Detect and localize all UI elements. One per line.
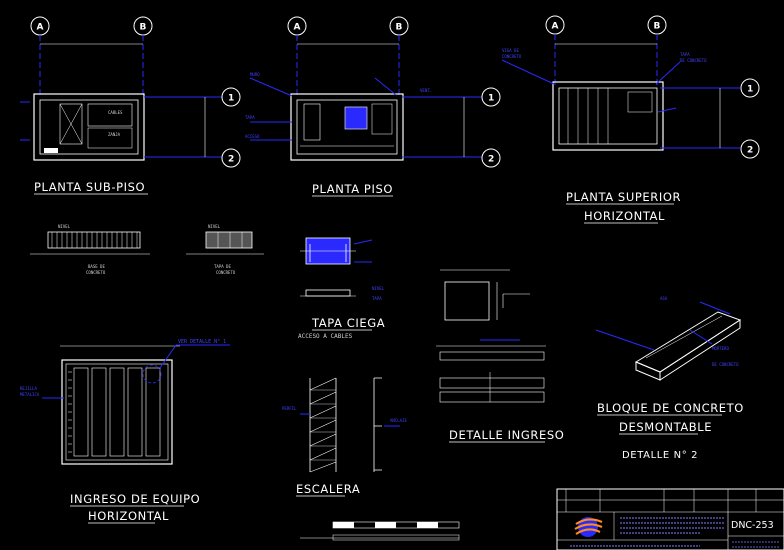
tapa-ciega: NIVEL TAPA TAPA CIEGA ACCESO A CABLES [298, 237, 385, 340]
svg-text:NIVEL: NIVEL [372, 286, 385, 291]
grid-bubble-label: A [552, 22, 559, 32]
svg-text:CONCRETO: CONCRETO [502, 54, 522, 59]
grid-bubble-label: B [654, 22, 661, 32]
svg-text:ACCESO: ACCESO [245, 134, 260, 139]
svg-text:DE CONCRETO: DE CONCRETO [680, 58, 707, 63]
grid-bubble-a: A [287, 16, 307, 36]
svg-text:NIVEL: NIVEL [208, 224, 221, 229]
detail-callout-circle [142, 364, 162, 384]
grid-bubble-label: 2 [747, 146, 753, 156]
drawing-number: DNC-253 [731, 520, 774, 531]
grid-bubble-1: 1 [221, 87, 241, 107]
grid-bubble-a: A [30, 16, 50, 36]
grid-bubble-1: 1 [481, 87, 501, 107]
svg-text:CONCRETO: CONCRETO [86, 270, 106, 275]
grid-bubble-label: B [140, 23, 147, 33]
svg-text:BASE DE: BASE DE [88, 264, 105, 269]
grid-bubble-a: A [545, 15, 565, 35]
grid-bubble-label: 2 [488, 155, 494, 165]
svg-text:NIVEL: NIVEL [58, 224, 71, 229]
grate-sections: NIVEL BASE DE CONCRETO NIVEL TAPA DE CON… [30, 224, 264, 275]
svg-text:TAPA DE: TAPA DE [214, 264, 231, 269]
grid-bubble-label: 1 [228, 94, 234, 104]
svg-text:ZANJA: ZANJA [108, 132, 121, 137]
svg-text:METALICA: METALICA [20, 392, 40, 397]
title-block[interactable]: DNC-253 [556, 488, 784, 550]
svg-text:VENT.: VENT. [420, 88, 432, 93]
svg-text:MURO: MURO [250, 72, 260, 77]
bloque-concreto: ASA MORTERO DE CONCRETO BLOQUE DE CONCRE… [595, 296, 744, 461]
svg-text:ANCLAJE: ANCLAJE [390, 418, 407, 423]
svg-text:CONCRETO: CONCRETO [216, 270, 236, 275]
grid-bubble-2: 2 [221, 148, 241, 168]
title-tapa-ciega: TAPA CIEGA [311, 316, 385, 330]
svg-text:MORTERO: MORTERO [712, 346, 729, 351]
svg-text:TAPA: TAPA [245, 115, 255, 120]
grid-bubble-label: 1 [747, 85, 753, 95]
grid-bubble-2: 2 [740, 139, 760, 159]
svg-text:ASA: ASA [660, 296, 668, 301]
label-detalle-2: DETALLE N° 2 [622, 450, 698, 461]
title-planta-superior-horizontal: HORIZONTAL [584, 209, 665, 223]
plan-superior: A B VIGA DE CONCRETO TAPA DE CONCRETO 1 [501, 15, 760, 224]
grid-bubble-label: A [294, 23, 301, 33]
svg-text:DE CONCRETO: DE CONCRETO [712, 362, 739, 367]
note-ver-detalle-1: VER DETALLE N° 1 [178, 339, 226, 345]
plan-sub-piso: A B CABLES ZANJA 1 2 [20, 16, 241, 195]
detalle-ingreso: DETALLE INGRESO [436, 269, 564, 443]
svg-text:REJILLA: REJILLA [20, 386, 37, 391]
title-escalera: ESCALERA [296, 482, 360, 496]
svg-text:TAPA: TAPA [372, 296, 382, 301]
title-planta-piso: PLANTA PISO [312, 182, 393, 196]
title-detalle-ingreso: DETALLE INGRESO [449, 428, 564, 442]
svg-text:TAPA: TAPA [680, 52, 690, 57]
scale-bar [300, 521, 460, 541]
grid-bubble-1: 1 [740, 78, 760, 98]
title-bloque-concreto: BLOQUE DE CONCRETO [597, 401, 744, 415]
escalera: PERFIL ANCLAJE ESCALERA [282, 377, 407, 497]
title-planta-superior: PLANTA SUPERIOR [566, 190, 681, 204]
title-ingreso-equipo: INGRESO DE EQUIPO [70, 492, 200, 506]
grid-bubble-label: B [396, 23, 403, 33]
subtitle-acceso-cables: ACCESO A CABLES [298, 333, 353, 340]
svg-text:VIGA DE: VIGA DE [502, 48, 519, 53]
svg-text:PERFIL: PERFIL [282, 406, 297, 411]
equipment-grate [61, 359, 173, 465]
svg-text:CABLES: CABLES [108, 110, 123, 115]
title-planta-sub-piso: PLANTA SUB-PISO [34, 180, 145, 194]
cover-hatched-square [344, 106, 368, 130]
grid-bubble-2: 2 [481, 148, 501, 168]
piso-wall [290, 93, 404, 161]
company-logo [574, 517, 603, 537]
superior-wall [552, 81, 664, 151]
title-desmontable: DESMONTABLE [619, 420, 712, 434]
title-ingreso-equipo-horizontal: HORIZONTAL [88, 509, 169, 523]
grid-bubble-label: A [37, 23, 44, 33]
sub-piso-wall [33, 93, 145, 161]
grid-bubble-b: B [389, 16, 409, 36]
grid-bubble-label: 1 [488, 94, 494, 104]
plan-piso: A B MURO TAPA ACCESO VENT. 1 2 [245, 16, 501, 197]
grid-bubble-b: B [647, 15, 667, 35]
grid-bubble-label: 2 [228, 155, 234, 165]
grid-bubble-b: B [133, 16, 153, 36]
ingreso-equipo: VER DETALLE N° 1 REJILLA METALICA INGRES… [20, 339, 230, 524]
